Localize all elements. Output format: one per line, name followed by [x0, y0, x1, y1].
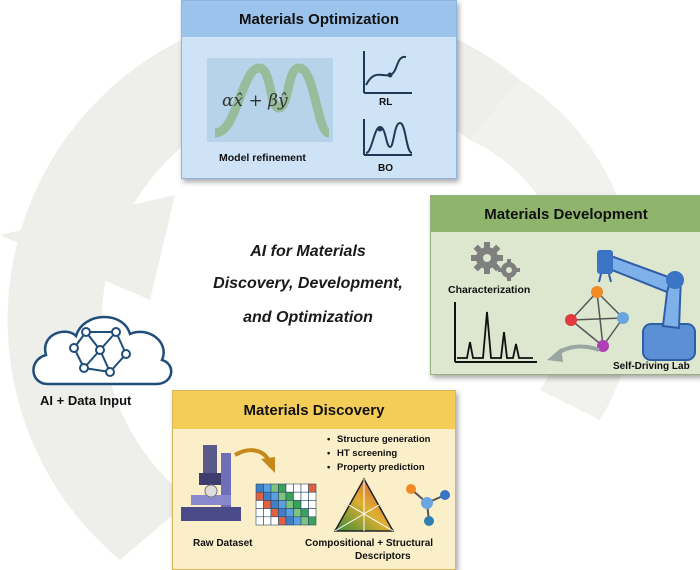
bullet-item: HT screening — [327, 448, 397, 459]
bo-label: BO — [378, 163, 393, 174]
molecule-network-icon — [565, 286, 629, 352]
spectrum-plot-icon — [454, 302, 537, 363]
gears-icon — [471, 242, 520, 281]
cycle-arrow-icon — [547, 344, 600, 362]
arrow-head — [0, 195, 175, 300]
robot-arm-icon — [597, 250, 696, 361]
optimization-title: Materials Optimization — [182, 1, 456, 37]
descriptors-label-line-2: Descriptors — [355, 551, 411, 562]
model-refinement-label: Model refinement — [219, 152, 306, 164]
gaussian-curves-icon — [213, 63, 332, 138]
characterization-label: Characterization — [448, 284, 531, 296]
materials-discovery-panel: Materials Discovery Structure generation… — [172, 390, 456, 570]
phase-diagram-icon — [333, 477, 395, 532]
materials-development-panel: Materials Development Characterization — [430, 195, 700, 375]
discovery-title: Materials Discovery — [173, 391, 455, 429]
descriptors-label-line-1: Compositional + Structural — [305, 538, 434, 549]
self-driving-lab-label: Self-Driving Lab — [613, 361, 690, 372]
bo-curve-icon — [363, 119, 413, 156]
data-grid-icon — [255, 483, 317, 526]
center-title-line-2: Discovery, Development, — [213, 275, 403, 292]
process-arrow-icon — [234, 448, 275, 473]
center-title-line-1: AI for Materials — [250, 243, 366, 260]
development-title: Materials Development — [431, 196, 700, 232]
center-title-line-3: and Optimization — [243, 309, 373, 326]
microscope-icon — [181, 445, 241, 521]
rl-curve-icon — [363, 51, 412, 94]
materials-optimization-panel: Materials Optimization αx̂ + βŷ Model re… — [181, 0, 457, 179]
raw-dataset-label: Raw Dataset — [193, 538, 253, 549]
bullet-item: Structure generation — [327, 434, 430, 445]
bullet-item: Property prediction — [327, 462, 425, 473]
molecule-icon — [406, 484, 450, 526]
rl-label: RL — [379, 97, 393, 108]
formula: αx̂ + βŷ — [222, 91, 288, 111]
cloud-label: AI + Data Input — [40, 393, 132, 408]
network-cloud-icon — [32, 315, 173, 386]
